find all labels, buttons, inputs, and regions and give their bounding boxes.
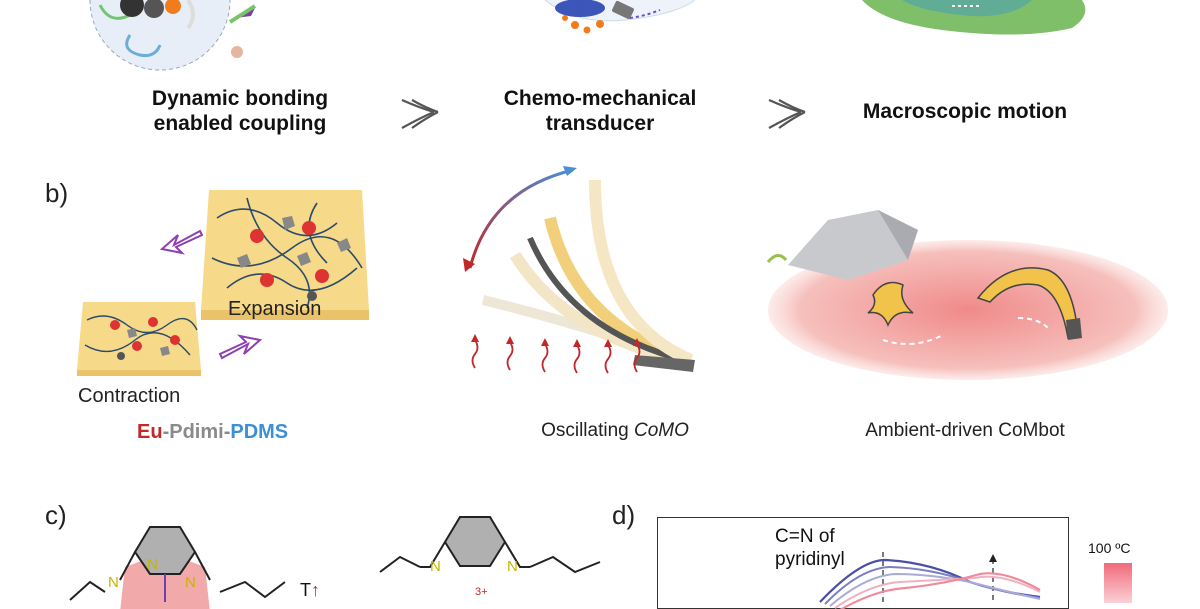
transducer-illustration	[544, 0, 696, 34]
coupling-illustration	[89, 0, 257, 71]
oscillating-prefix: Oscillating	[541, 420, 634, 441]
ligand-structure	[379, 516, 601, 574]
step3-title: Macroscopic motion	[862, 100, 1068, 123]
expand-arrow-icon	[218, 334, 263, 360]
material-pdms: PDMS	[230, 421, 289, 443]
panel-b-label: b)	[45, 178, 69, 208]
heat-arrows-icon	[471, 334, 641, 374]
step2-title: Chemo-mechanical transducer	[470, 86, 730, 136]
temp-label: T↑	[300, 580, 320, 600]
n-label-5: N	[507, 558, 518, 575]
step2-line1: Chemo-mechanical	[503, 87, 697, 110]
flow-arrow-1	[401, 98, 439, 129]
step2-line2: transducer	[545, 112, 655, 135]
step1-line2: enabled coupling	[153, 112, 327, 135]
panel-c-label: c)	[45, 500, 67, 530]
charge-label: 3+	[475, 586, 488, 598]
panel-d-label: d)	[612, 500, 636, 530]
annotation-line1: C=N of	[775, 526, 835, 547]
material-name: Eu-Pdimi-PDMS	[137, 421, 288, 444]
oscillating-film-illustration	[463, 166, 695, 372]
step1-title: Dynamic bonding enabled coupling	[110, 86, 370, 136]
contracted-network-sheet	[77, 302, 201, 376]
n-label-3: N	[185, 574, 196, 591]
material-sep2: -	[223, 421, 231, 443]
color-scale-label: 100 ºC	[1088, 540, 1131, 556]
spectrum-curves	[819, 552, 1041, 609]
complex-structure	[69, 526, 286, 609]
motion-illustration	[862, 0, 1086, 35]
combot-caption: Ambient-driven CoMbot	[865, 420, 1065, 441]
step1-line1: Dynamic bonding	[151, 87, 329, 110]
material-sep1: -	[162, 421, 170, 443]
annotation-line2: pyridinyl	[775, 549, 845, 570]
expansion-label: Expansion	[228, 298, 322, 320]
n-label-4: N	[430, 558, 441, 575]
flow-arrow-2	[768, 98, 806, 129]
n-label-1: N	[108, 574, 119, 591]
material-pdimi: Pdimi	[169, 421, 224, 443]
oscillating-como: CoMO	[634, 420, 689, 441]
temp-symbol: T	[300, 580, 311, 600]
contract-arrow-icon	[159, 229, 204, 255]
material-eu: Eu	[137, 421, 163, 443]
contraction-label: Contraction	[78, 385, 181, 407]
color-scale-bar	[1104, 563, 1132, 603]
oscillating-caption: Oscillating CoMO	[490, 420, 740, 442]
annotation-cn: C=N of pyridinyl	[775, 525, 845, 571]
n-label-2: N	[147, 556, 158, 573]
combot-scene	[766, 210, 1168, 380]
expanded-network-sheet	[201, 190, 369, 320]
